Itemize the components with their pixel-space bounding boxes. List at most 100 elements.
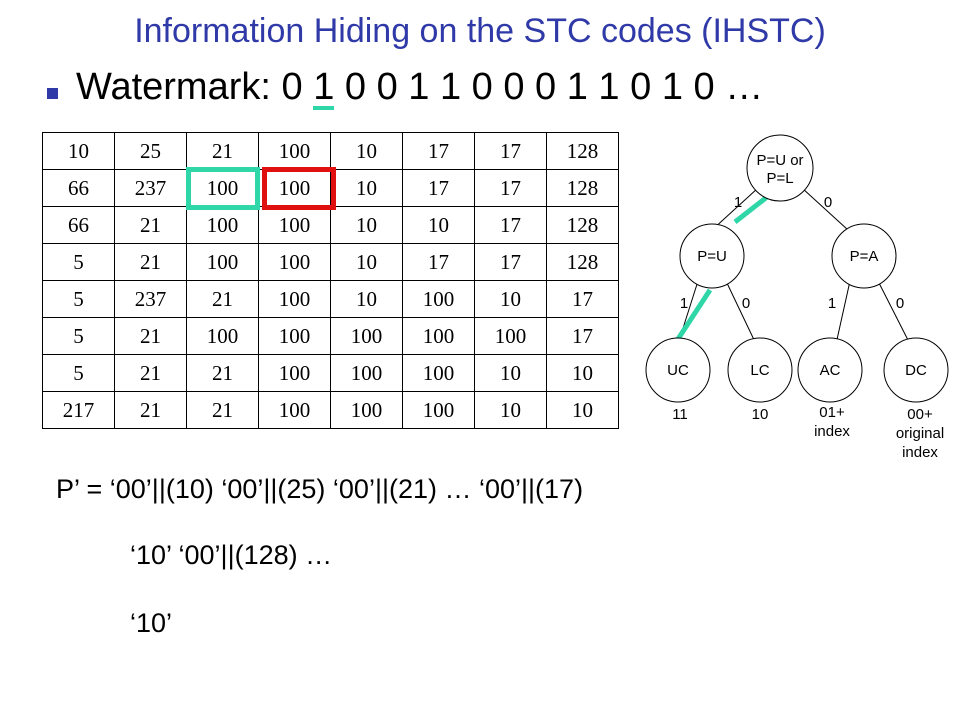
table-cell: 10 (330, 243, 403, 281)
edge-root-pa (801, 187, 849, 231)
table-cell: 100 (186, 243, 259, 281)
table-cell: 21 (114, 317, 187, 355)
slide-title: Information Hiding on the STC codes (IHS… (134, 12, 826, 50)
node-root (746, 134, 814, 202)
table-cell: 21 (186, 354, 259, 392)
highlight-path-root-pu (733, 195, 769, 224)
code-lc: 10 (752, 406, 769, 423)
table-cell: 5 (42, 243, 115, 281)
table-cell: 10 (330, 169, 403, 207)
table-cell: 100 (258, 206, 331, 244)
table-cell: 17 (402, 169, 475, 207)
code-dc-2: original (896, 425, 944, 442)
table-cell: 100 (402, 391, 475, 429)
node-ac (797, 337, 863, 403)
node-uc-label: UC (667, 362, 689, 379)
table-cell: 10 (546, 354, 619, 392)
edge-label-pa-left: 1 (828, 295, 836, 312)
edge-pa-dc (877, 280, 911, 345)
table-cell: 17 (474, 243, 547, 281)
table-cell: 100 (402, 280, 475, 318)
code-ac-1: 01+ (819, 404, 845, 421)
node-dc (883, 337, 949, 403)
table-cell: 128 (546, 169, 619, 207)
table-cell: 5 (42, 317, 115, 355)
watermark-label: Watermark: (76, 66, 271, 108)
table-cell: 128 (546, 132, 619, 170)
table-cell: 10 (330, 132, 403, 170)
table-cell: 21 (114, 206, 187, 244)
table-cell: 21 (114, 354, 187, 392)
table-cell: 17 (474, 206, 547, 244)
edge-label-pu-right: 0 (742, 295, 750, 312)
node-lc-label: LC (750, 362, 769, 379)
node-lc (727, 337, 793, 403)
table-cell: 10 (402, 206, 475, 244)
table-cell: 10 (330, 280, 403, 318)
table-cell: 5 (42, 354, 115, 392)
table-cell: 21 (114, 243, 187, 281)
table-cell: 128 (546, 206, 619, 244)
watermark-bits-after: 0 0 1 1 0 0 0 1 1 0 1 0 … (334, 66, 764, 108)
highlight-box-red (262, 167, 336, 210)
table-cell: 100 (402, 354, 475, 392)
node-root-label-2: P=L (766, 170, 793, 187)
node-pa-label: P=A (850, 248, 879, 265)
code-dc-3: index (902, 444, 938, 461)
table-cell: 100 (474, 317, 547, 355)
table-cell: 100 (258, 354, 331, 392)
table-cell: 66 (42, 206, 115, 244)
table-cell: 66 (42, 169, 115, 207)
table-cell: 21 (186, 280, 259, 318)
code-ac-2: index (814, 423, 850, 440)
table-cell: 10 (330, 206, 403, 244)
node-pa (831, 223, 897, 289)
formula-line-3: ‘10’ (130, 608, 173, 638)
edge-label-root-right: 0 (824, 194, 832, 211)
table-cell: 10 (474, 280, 547, 318)
table-cell: 21 (186, 391, 259, 429)
table-cell: 237 (114, 280, 187, 318)
node-root-label-1: P=U or (756, 152, 803, 169)
table-cell: 10 (474, 354, 547, 392)
node-pu-label: P=U (697, 248, 727, 265)
table-cell: 217 (42, 391, 115, 429)
table-cell: 100 (258, 280, 331, 318)
table-cell: 17 (402, 132, 475, 170)
edge-label-pu-left: 1 (680, 295, 688, 312)
table-cell: 100 (186, 206, 259, 244)
code-uc: 11 (672, 406, 688, 423)
edge-label-root-left: 1 (734, 194, 742, 211)
table-cell: 17 (546, 280, 619, 318)
edge-pu-lc (725, 280, 757, 345)
table-cell: 100 (330, 391, 403, 429)
formula-line-2: ‘10’ ‘00’||(128) … (130, 540, 333, 570)
table-cell: 5 (42, 280, 115, 318)
table-cell: 21 (114, 391, 187, 429)
table-cell: 10 (474, 391, 547, 429)
table-cell: 21 (186, 132, 259, 170)
table-cell: 17 (546, 317, 619, 355)
table-cell: 100 (330, 354, 403, 392)
watermark-line: Watermark: 0 1 0 0 1 1 0 0 0 1 1 0 1 0 … (76, 66, 763, 110)
node-ac-label: AC (820, 362, 841, 379)
table-cell: 100 (258, 243, 331, 281)
node-pu (679, 223, 745, 289)
table-cell: 10 (42, 132, 115, 170)
table-cell: 100 (186, 317, 259, 355)
table-cell: 100 (402, 317, 475, 355)
table-cell: 25 (114, 132, 187, 170)
watermark-bits-before: 0 (281, 66, 314, 108)
highlight-path-pu-uc (675, 288, 713, 341)
table-cell: 17 (474, 169, 547, 207)
edge-pa-ac (835, 280, 851, 345)
table-cell: 100 (330, 317, 403, 355)
bullet-marker (47, 88, 58, 99)
